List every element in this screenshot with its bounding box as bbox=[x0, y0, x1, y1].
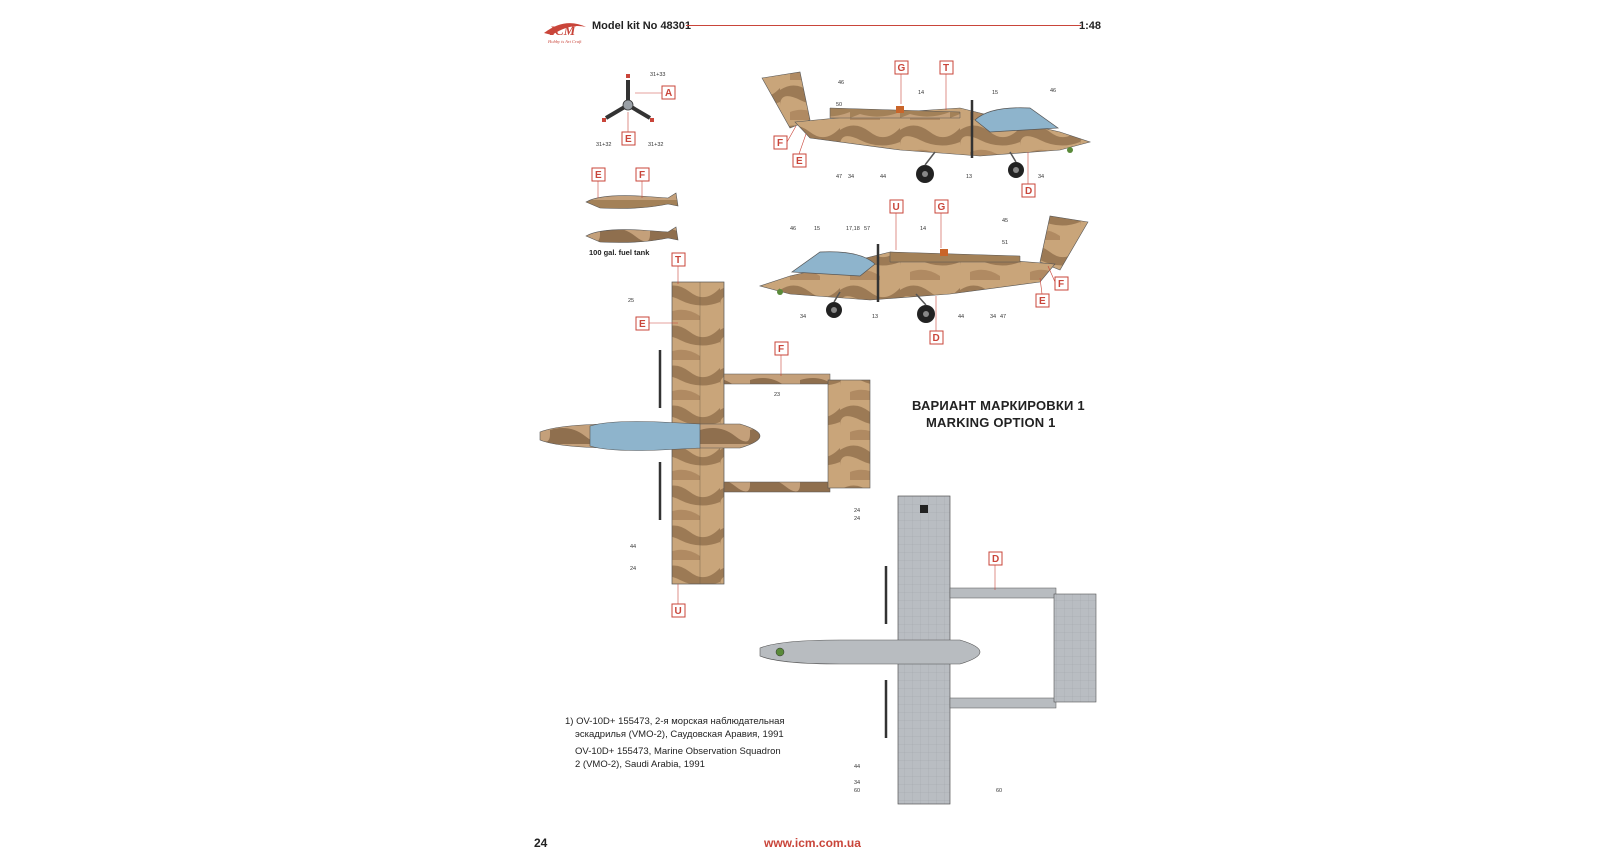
decal-number: 34 bbox=[1038, 174, 1044, 180]
callout-label: F bbox=[778, 344, 784, 355]
scale-label: 1:48 bbox=[1079, 20, 1102, 32]
decal-number: 34 bbox=[848, 174, 854, 180]
decal-number: 25 bbox=[628, 298, 634, 304]
callout-label: D bbox=[1025, 186, 1032, 197]
propeller-drawing: 31+33 31+32 31+32 A E bbox=[596, 72, 676, 148]
callout-label: F bbox=[777, 138, 783, 149]
decal-number: 17,18 bbox=[846, 226, 860, 232]
decal-number: 14 bbox=[920, 226, 926, 232]
top-view: 25 23 44 24 T E F U bbox=[539, 252, 871, 618]
callout-label: E bbox=[639, 319, 646, 330]
decal-number: 31+32 bbox=[596, 142, 611, 148]
callout-label: T bbox=[943, 63, 949, 74]
side-view-right: 46 15 17,18 57 14 45 51 34 13 44 34 47 U… bbox=[758, 199, 1089, 345]
description-line: 2 (VMO-2), Saudi Arabia, 1991 bbox=[575, 758, 705, 770]
callout-label: E bbox=[595, 170, 602, 181]
decal-number: 44 bbox=[630, 544, 636, 550]
decal-number: 15 bbox=[992, 90, 998, 96]
decal-number: 60 bbox=[854, 788, 860, 794]
marking-title-ru: ВАРИАНТ МАРКИРОВКИ 1 bbox=[912, 398, 1085, 413]
decal-number: 47 bbox=[1000, 314, 1006, 320]
header-rule bbox=[686, 25, 1081, 26]
decal-number: 14 bbox=[918, 90, 924, 96]
description-line: 1) OV-10D+ 155473, 2-я морская наблюдате… bbox=[565, 716, 785, 727]
callout-label: D bbox=[933, 333, 940, 344]
decal-number: 57 bbox=[864, 226, 870, 232]
callout-label: U bbox=[893, 202, 900, 213]
kit-number: Model kit No 48301 bbox=[592, 20, 692, 32]
description-en: OV-10D+ 155473, Marine Observation Squad… bbox=[575, 746, 781, 771]
decal-number: 15 bbox=[814, 226, 820, 232]
svg-text:ICM: ICM bbox=[549, 23, 576, 38]
decal-number: 13 bbox=[872, 314, 878, 320]
decal-number: 44 bbox=[854, 764, 860, 770]
decal-number: 45 bbox=[1002, 218, 1008, 224]
callout-label: U bbox=[675, 606, 682, 617]
marking-title-en: MARKING OPTION 1 bbox=[926, 415, 1056, 430]
decal-number: 31+32 bbox=[648, 142, 663, 148]
fuel-tank-label: 100 gal. fuel tank bbox=[589, 248, 650, 257]
decal-number: 46 bbox=[1050, 88, 1056, 94]
callout-label: T bbox=[675, 255, 681, 266]
decal-number: 51 bbox=[1002, 240, 1008, 246]
decal-number: 47 bbox=[836, 174, 842, 180]
description-line: эскадрилья (VMO-2), Саудовская Аравия, 1… bbox=[575, 728, 784, 740]
decal-number: 34 bbox=[990, 314, 996, 320]
callout-label: D bbox=[992, 554, 999, 565]
callout-label: E bbox=[796, 156, 803, 167]
decal-number: 24 bbox=[854, 516, 860, 522]
bottom-view: 24 24 44 34 60 60 D bbox=[759, 495, 1097, 805]
callout-label: A bbox=[665, 88, 672, 99]
callout-label: G bbox=[938, 202, 946, 213]
decal-number: 50 bbox=[836, 102, 842, 108]
decal-number: 46 bbox=[790, 226, 796, 232]
callout-label: G bbox=[898, 63, 906, 74]
icm-logo: ICM Hobby is Art Craft bbox=[540, 13, 590, 47]
decal-number: 46 bbox=[838, 80, 844, 86]
decal-number: 44 bbox=[880, 174, 886, 180]
decal-number: 44 bbox=[958, 314, 964, 320]
decal-number: 31+33 bbox=[650, 72, 665, 78]
decal-number: 34 bbox=[854, 780, 860, 786]
description-line: OV-10D+ 155473, Marine Observation Squad… bbox=[575, 746, 781, 757]
description-ru: 1) OV-10D+ 155473, 2-я морская наблюдате… bbox=[565, 716, 785, 741]
callout-label: E bbox=[1039, 296, 1046, 307]
decal-number: 23 bbox=[774, 392, 780, 398]
decal-number: 34 bbox=[800, 314, 806, 320]
decal-number: 24 bbox=[854, 508, 860, 514]
decal-number: 60 bbox=[996, 788, 1002, 794]
callout-label: F bbox=[1058, 279, 1064, 290]
fuel-tank-drawing: E F bbox=[585, 167, 679, 243]
page-number: 24 bbox=[534, 836, 548, 850]
callout-label: F bbox=[639, 170, 645, 181]
side-view-left: 46 50 14 15 46 47 34 44 13 34 G T F E D bbox=[761, 60, 1092, 198]
decal-number: 13 bbox=[966, 174, 972, 180]
callout-label: E bbox=[625, 134, 632, 145]
decal-number: 24 bbox=[630, 566, 636, 572]
svg-text:Hobby is Art Craft: Hobby is Art Craft bbox=[547, 39, 582, 44]
website-link[interactable]: www.icm.com.ua bbox=[764, 836, 861, 850]
